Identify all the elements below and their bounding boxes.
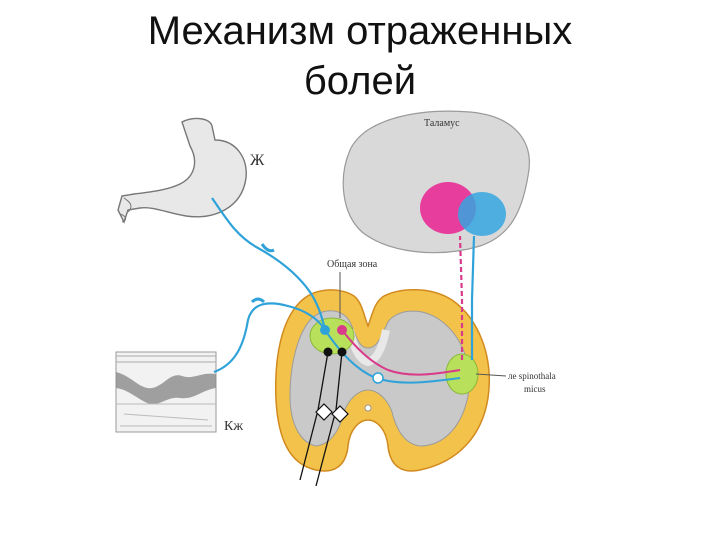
stomach-label: Ж bbox=[250, 152, 265, 169]
thalamus-label: Таламус bbox=[424, 118, 460, 129]
thalamus-visceral-nucleus bbox=[458, 192, 506, 236]
common-zone-label: Общая зона bbox=[327, 259, 378, 270]
somatic-ganglion-marker bbox=[252, 299, 264, 302]
skin-label: Кж bbox=[224, 419, 243, 434]
tract-label-line1: ле spinothala bbox=[508, 371, 556, 381]
thalamus: Таламус bbox=[343, 111, 529, 252]
crossing-point bbox=[373, 373, 383, 383]
visceral-ganglion-marker bbox=[262, 244, 274, 251]
tract-label-line2: micus bbox=[524, 384, 546, 394]
stomach: Ж bbox=[118, 119, 265, 222]
skin-section: Кж bbox=[116, 352, 243, 434]
